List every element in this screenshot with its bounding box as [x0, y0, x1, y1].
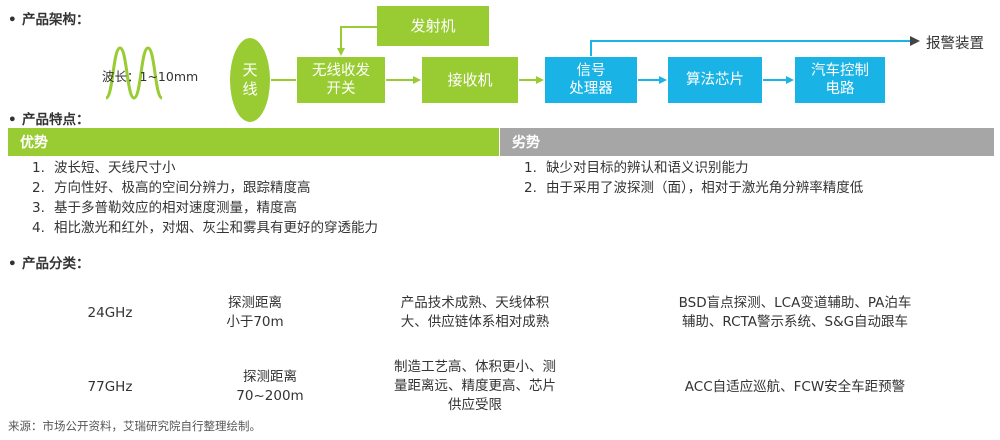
list-item-number: 2. [32, 180, 45, 196]
list-item-text: 相比激光和红外，对烟、灰尘和雾具有更好的穿透能力 [54, 220, 378, 236]
list-item-number: 1. [524, 160, 537, 176]
processor-to-alarm-arrow [590, 36, 920, 56]
list-item: 2. 由于采用了波探测（面），相对于激光角分辨率精度低 [520, 178, 863, 198]
row2-applications: ACC自适应巡航、FCW安全车距预警 [684, 379, 906, 395]
row2-traits: 制造工艺高、体积更小、测 量距离远、精度更高、芯片 供应受限 [394, 359, 556, 413]
list-item: 3. 基于多普勒效应的相对速度测量，精度高 [28, 198, 378, 218]
bullet-dot: • [8, 256, 17, 272]
disadvantages-list: 1. 缺少对目标的辨认和语义识别能力 2. 由于采用了波探测（面），相对于激光角分辨… [520, 158, 863, 198]
list-item-text: 由于采用了波探测（面），相对于激光角分辨率精度低 [546, 180, 864, 196]
disadvantages-header: 劣势 [500, 128, 994, 156]
algorithm-chip-node: 算法芯片 [668, 57, 762, 103]
list-item-text: 基于多普勒效应的相对速度测量，精度高 [54, 200, 297, 216]
list-item-text: 波长短、天线尺寸小 [54, 160, 176, 176]
list-item: 4. 相比激光和红外，对烟、灰尘和雾具有更好的穿透能力 [28, 218, 378, 238]
vehicle-control-node: 汽车控制 电路 [795, 57, 885, 103]
bullet-dot: • [8, 12, 17, 28]
receiver-node: 接收机 [422, 57, 518, 103]
list-item-number: 2. [524, 180, 537, 196]
alarm-device-label: 报警装置 [926, 36, 984, 52]
list-item-number: 4. [32, 220, 45, 236]
list-item: 2. 方向性好、极高的空间分辨力，跟踪精度高 [28, 178, 378, 198]
row1-traits: 产品技术成熟、天线体积 大、供应链体系相对成熟 [400, 295, 550, 330]
list-item-text: 方向性好、极高的空间分辨力，跟踪精度高 [54, 180, 311, 196]
features-section-title: •产品特点： [8, 112, 90, 128]
row1-applications: BSD盲点探测、LCA变道辅助、PA泊车 辅助、RCTA警示系统、S&G自动跟车 [678, 295, 912, 330]
transmitter-to-switch-arrow [337, 26, 377, 56]
source-note: 来源：市场公开资料，艾瑞研究院自行整理绘制。 [8, 419, 261, 433]
list-item-number: 1. [32, 160, 45, 176]
row1-range: 探测距离 小于70m [226, 295, 284, 330]
list-item-text: 缺少对目标的辨认和语义识别能力 [546, 160, 749, 176]
advantages-header: 优势 [8, 128, 499, 156]
row2-frequency: 77GHz [87, 379, 133, 395]
advantages-list: 1. 波长短、天线尺寸小 2. 方向性好、极高的空间分辨力，跟踪精度高 3. 基于多普… [28, 158, 378, 238]
transmitter-node: 发射机 [377, 6, 489, 46]
transceiver-switch-node: 无线收发 开关 [297, 57, 385, 103]
wavelength-label: 波长：1~10mm [102, 69, 199, 84]
list-item: 1. 缺少对目标的辨认和语义识别能力 [520, 158, 863, 178]
list-item-number: 3. [32, 200, 45, 216]
classification-section-title: •产品分类： [8, 256, 90, 272]
sine-wave-icon [104, 46, 164, 100]
bullet-dot: • [8, 112, 17, 128]
list-item: 1. 波长短、天线尺寸小 [28, 158, 378, 178]
architecture-section-title: •产品架构： [8, 12, 90, 28]
signal-processor-node: 信号 处理器 [545, 57, 637, 103]
architecture-connectors [271, 26, 920, 84]
row1-frequency: 24GHz [87, 305, 133, 321]
row2-range: 探测距离 70~200m [236, 369, 304, 404]
antenna-node: 天 线 [230, 38, 270, 122]
